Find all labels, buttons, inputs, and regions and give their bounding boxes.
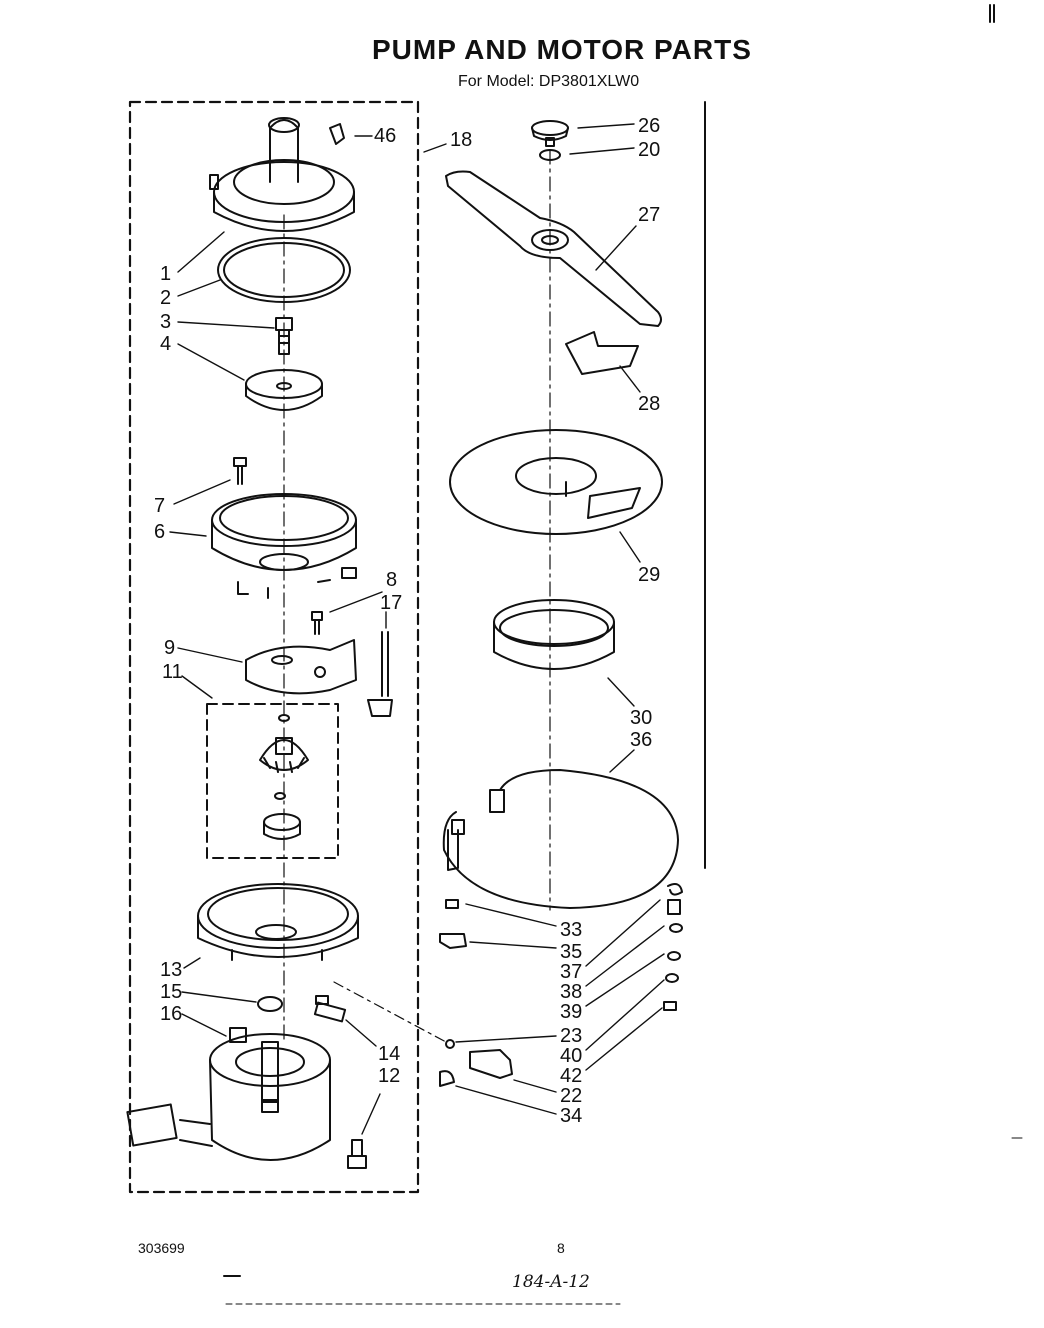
- callout-33: 33: [560, 919, 583, 941]
- spray-arm-27: [445, 170, 662, 327]
- bracket-28: [565, 331, 639, 375]
- callout-26: 26: [638, 115, 661, 137]
- callout-9: 9: [164, 637, 176, 659]
- callout-30: 30: [630, 707, 653, 729]
- sensor-22: [469, 1049, 513, 1079]
- screw-38: [667, 899, 681, 915]
- callout-16: 16: [160, 1003, 183, 1025]
- callout-13: 13: [160, 959, 183, 981]
- callout-37: 37: [560, 961, 583, 983]
- screw-3: [275, 317, 293, 355]
- filter-screen-29: [449, 429, 663, 535]
- nut-42: [663, 1001, 677, 1011]
- callout-23: 23: [560, 1025, 583, 1047]
- callout-22: 22: [560, 1085, 583, 1107]
- callout-46: 46: [374, 125, 397, 147]
- plate-9: [245, 639, 357, 695]
- callout-4: 4: [160, 333, 172, 355]
- callout-35: 35: [560, 941, 583, 963]
- cap-26: [531, 120, 569, 147]
- callout-42: 42: [560, 1065, 583, 1087]
- brush-16: [229, 1027, 247, 1043]
- brush-14: [313, 1001, 347, 1023]
- motor: [126, 1033, 331, 1161]
- model-subtitle: For Model: DP3801XLW0: [458, 73, 640, 90]
- callout-36: 36: [630, 729, 653, 751]
- screw-8: [311, 611, 323, 635]
- callout-40: 40: [560, 1045, 583, 1067]
- callout-8: 8: [386, 569, 398, 591]
- screw-7: [233, 457, 247, 485]
- callout-3: 3: [160, 311, 172, 333]
- page-number: 8: [557, 1240, 565, 1256]
- leader-lines: [169, 123, 665, 1135]
- callout-17: 17: [380, 592, 403, 614]
- callout-6: 6: [154, 521, 166, 543]
- nut-33: [445, 899, 459, 909]
- callout-29: 29: [638, 564, 661, 586]
- impeller: [259, 714, 309, 840]
- callout-7: 7: [154, 495, 166, 517]
- heater-36: [442, 769, 679, 909]
- callout-34: 34: [560, 1105, 583, 1127]
- callout-1: 1: [160, 263, 172, 285]
- callout-18: 18: [450, 129, 473, 151]
- bracket-35: [439, 933, 467, 949]
- impeller-group-box-11: [206, 703, 339, 859]
- o-ring: [217, 237, 351, 303]
- pump-body-6: [211, 493, 357, 599]
- callout-14: 14: [378, 1043, 401, 1065]
- disc-4: [245, 369, 323, 411]
- callout-11: 11: [162, 661, 183, 683]
- page-title: PUMP AND MOTOR PARTS: [372, 34, 752, 65]
- callout-38: 38: [560, 981, 583, 1003]
- washer-15: [257, 996, 283, 1012]
- document-number: 303699: [138, 1240, 185, 1256]
- o-ring-23: [445, 1039, 455, 1049]
- washer-39: [669, 923, 683, 933]
- washer-40: [667, 951, 681, 961]
- callout-28: 28: [638, 393, 661, 415]
- clip-part-46: [329, 123, 345, 145]
- callout-39: 39: [560, 1001, 583, 1023]
- rod-17: [367, 631, 393, 717]
- handwritten-note: 184-A-12: [512, 1272, 590, 1292]
- spring-37: [667, 883, 683, 896]
- pump-assembly-dashed-box: [128, 100, 420, 1194]
- washer-20: [539, 149, 561, 161]
- callout-12: 12: [378, 1065, 401, 1087]
- callout-2: 2: [160, 287, 172, 309]
- callout-20: 20: [638, 139, 661, 161]
- ring-30: [493, 599, 615, 670]
- callout-15: 15: [160, 981, 183, 1003]
- motor-mount-13: [197, 883, 359, 961]
- clip-34: [439, 1070, 455, 1087]
- screw-12: [347, 1139, 367, 1169]
- callout-27: 27: [638, 204, 661, 226]
- pump-housing-top: [209, 117, 355, 232]
